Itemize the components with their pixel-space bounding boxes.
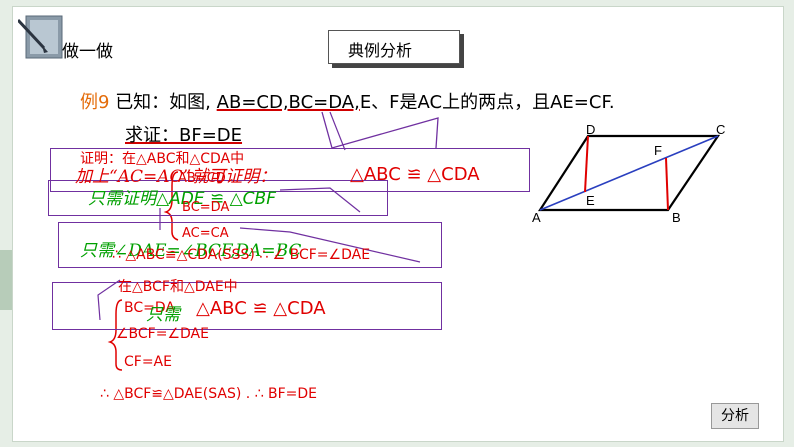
given-underlined: AB=CD,BC=DA, xyxy=(216,92,360,113)
pen-notebook-icon xyxy=(18,15,63,59)
side-strip xyxy=(0,250,12,310)
proof-cf-ae: CF=AE xyxy=(124,354,172,370)
analysis-button[interactable]: 分析 xyxy=(711,403,759,429)
label-b: B xyxy=(672,210,681,225)
purple-box-1 xyxy=(50,148,530,192)
proof-angle-eq: ∠BCF=∠DAE xyxy=(116,326,209,342)
proof-add-condition: 加上“AC=AC”就可证明： xyxy=(75,167,277,187)
purple-box-2 xyxy=(48,180,388,216)
label-e: E xyxy=(586,193,595,208)
proof-in-triangles: 在△BCF和△DAE中 xyxy=(118,279,238,295)
proof-need-angle: 只需∠DAE=∠BCF,DA=BC xyxy=(80,241,302,261)
proof-congruent-1: △ABC ≌ △CDA xyxy=(350,164,480,185)
label-a: A xyxy=(532,210,541,225)
proof-line-1: 证明：在△ABC和△CDA中 xyxy=(80,151,245,167)
slide-frame xyxy=(12,6,784,442)
proof-need-only: 只需 xyxy=(146,305,180,325)
purple-box-4 xyxy=(52,282,442,330)
prove-statement: 求证：BF=DE xyxy=(125,125,243,146)
proof-congruent-2: △ABC ≌ △CDA xyxy=(196,298,326,319)
need-prove-text: 只需证明△ADE ≌ △CBF xyxy=(88,189,276,209)
label-d: D xyxy=(586,122,595,137)
problem-given: 例9 已知：如图, AB=CD,BC=DA,E、F是AC上的两点，且AE=CF. xyxy=(80,88,615,114)
box-title: 典例分析 xyxy=(348,41,413,60)
purple-box-3 xyxy=(58,222,442,268)
given-prefix: 已知：如图, xyxy=(115,92,211,113)
label-f: F xyxy=(654,143,662,158)
given-rest: E、F是AC上的两点，且AE=CF. xyxy=(359,92,615,113)
proof-therefore-1: ∴ △ABC≌△CDA(SSS) ∴ ∠ BCF=∠DAE xyxy=(112,247,371,263)
example-label: 例9 xyxy=(80,92,110,113)
proof-bc-da-2: BC=DA xyxy=(124,300,175,316)
proof-ac-ca: AC=CA xyxy=(182,226,229,241)
section-title: 做一做 xyxy=(62,42,113,62)
label-c: C xyxy=(716,122,725,137)
title-box xyxy=(328,30,460,64)
proof-need-prove: 只需证明△ADE ≌ △CBF xyxy=(88,184,276,209)
parallelogram-figure: D C F E A B xyxy=(532,122,725,225)
proof-ab-cd: AB=CD xyxy=(178,171,226,186)
problem-prove: 求证：BF=DE xyxy=(125,121,242,147)
proof-bc-da: BC=DA xyxy=(182,200,230,215)
proof-conclusion: ∴ △BCF≌△DAE(SAS) . ∴ BF=DE xyxy=(100,386,318,402)
